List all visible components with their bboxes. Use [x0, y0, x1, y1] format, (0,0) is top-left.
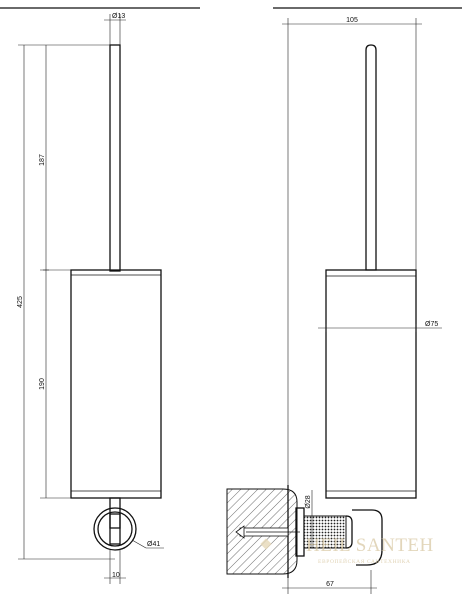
side-container — [325, 269, 417, 499]
watermark-brand: HEIL SANTEH — [306, 535, 434, 556]
side-handle — [365, 44, 377, 271]
holder-clamp — [352, 509, 383, 566]
bracket-arm-cap — [345, 515, 353, 549]
dim-rosette-diameter: Ø41 — [147, 541, 160, 548]
side-view: 105 Ø75 Ø28 67 — [226, 17, 442, 594]
front-handle — [109, 44, 121, 272]
bracket-arm-knurled — [303, 515, 347, 549]
dim-bracket-diameter: Ø28 — [305, 495, 312, 508]
dim-container-height: 190 — [39, 378, 46, 390]
watermark: HEIL SANTEH ЕВРОПЕЙСКАЯ САНТЕХНИКА — [260, 535, 433, 565]
front-view: Ø13 425 187 190 Ø41 10 — [17, 13, 164, 584]
front-rosette-arm — [109, 513, 121, 545]
dim-handle-diameter: Ø13 — [112, 13, 125, 20]
front-container — [70, 269, 162, 499]
watermark-tagline: ЕВРОПЕЙСКАЯ САНТЕХНИКА — [318, 557, 411, 565]
dim-total-height: 425 — [17, 296, 24, 308]
dim-bracket-width: 10 — [112, 572, 120, 579]
front-rosette-outer — [93, 507, 137, 551]
front-rosette-inner — [97, 511, 133, 547]
dim-container-diameter: Ø75 — [425, 321, 438, 328]
screw-tip — [235, 525, 245, 539]
watermark-logo-icon — [260, 538, 272, 550]
dim-brush-length: 187 — [39, 154, 46, 166]
dim-wall-offset: 67 — [326, 581, 334, 588]
dim-depth: 105 — [346, 17, 358, 24]
